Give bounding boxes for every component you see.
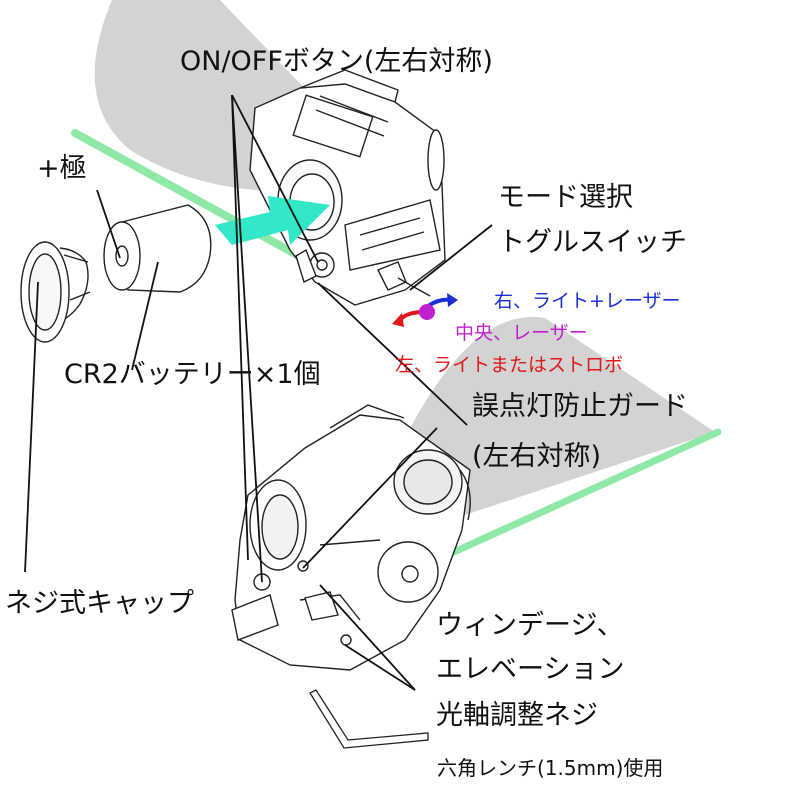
- mode-switch-label-line1: モード選択: [498, 184, 633, 211]
- hex-wrench: [310, 690, 428, 748]
- mode-right-label: 右、ライト+レーザー: [494, 292, 681, 311]
- adjust-label-line3: 光軸調整ネジ: [436, 702, 598, 729]
- screw-cap: [21, 242, 90, 342]
- adjust-label-line2: エレベーション: [436, 656, 624, 683]
- lower-device: [232, 405, 470, 670]
- battery-label: CR2バッテリー×1個: [64, 361, 321, 388]
- guard-label-line2: (左右対称): [472, 443, 601, 470]
- onoff-button-label: ON/OFFボタン(左右対称): [180, 48, 493, 75]
- plus-pole-label: +極: [37, 155, 87, 182]
- screw-cap-label: ネジ式キャップ: [5, 590, 194, 617]
- guard-label-line1: 誤点灯防止ガード: [472, 393, 688, 420]
- toggle-center-dot: [419, 304, 435, 320]
- wrench-label: 六角レンチ(1.5mm)使用: [437, 758, 663, 778]
- mode-center-label: 中央、レーザー: [455, 324, 588, 343]
- adjust-label-line1: ウィンデージ、: [436, 612, 624, 639]
- mode-switch-label-line2: トグルスイッチ: [498, 229, 687, 256]
- mode-left-label: 左、ライトまたはストロボ: [395, 356, 623, 375]
- battery: [104, 205, 211, 292]
